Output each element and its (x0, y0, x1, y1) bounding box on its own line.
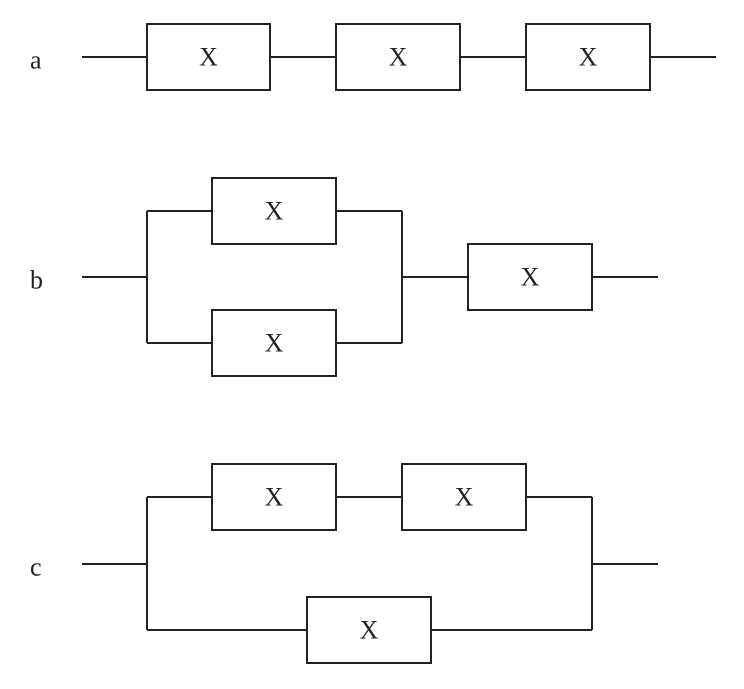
component-box (401, 463, 527, 531)
component-box (525, 23, 651, 91)
diagram-b: b X X X (30, 177, 658, 377)
diagram-c-box-bottom: X (306, 596, 432, 664)
diagram-b-box-series: X (467, 243, 593, 311)
diagram-c-box-top-2: X (401, 463, 527, 531)
component-label: X (265, 197, 284, 226)
component-box (211, 463, 337, 531)
diagram-label-c: c (30, 553, 42, 582)
component-label: X (265, 483, 284, 512)
diagram-b-box-bottom: X (211, 309, 337, 377)
component-box (467, 243, 593, 311)
component-label: X (579, 43, 598, 72)
diagram-label-b: b (30, 266, 43, 295)
component-label: X (455, 483, 474, 512)
component-box (211, 177, 337, 245)
component-box (306, 596, 432, 664)
component-label: X (199, 43, 218, 72)
diagram-a-box-2: X (335, 23, 461, 91)
diagram-c: c X X X (30, 463, 658, 664)
diagram-a-box-1: X (146, 23, 271, 91)
component-label: X (389, 43, 408, 72)
diagram-c-box-top-1: X (211, 463, 337, 531)
component-box (211, 309, 337, 377)
diagram-c-wires (82, 496, 658, 631)
diagram-a: a X X X (30, 23, 716, 91)
component-label: X (521, 263, 540, 292)
diagram-label-a: a (30, 46, 42, 75)
diagram-b-box-top: X (211, 177, 337, 245)
component-box (146, 23, 271, 91)
component-label: X (265, 329, 284, 358)
diagram-b-wires (82, 210, 658, 344)
component-box (335, 23, 461, 91)
component-label: X (360, 616, 379, 645)
diagram-a-box-3: X (525, 23, 651, 91)
